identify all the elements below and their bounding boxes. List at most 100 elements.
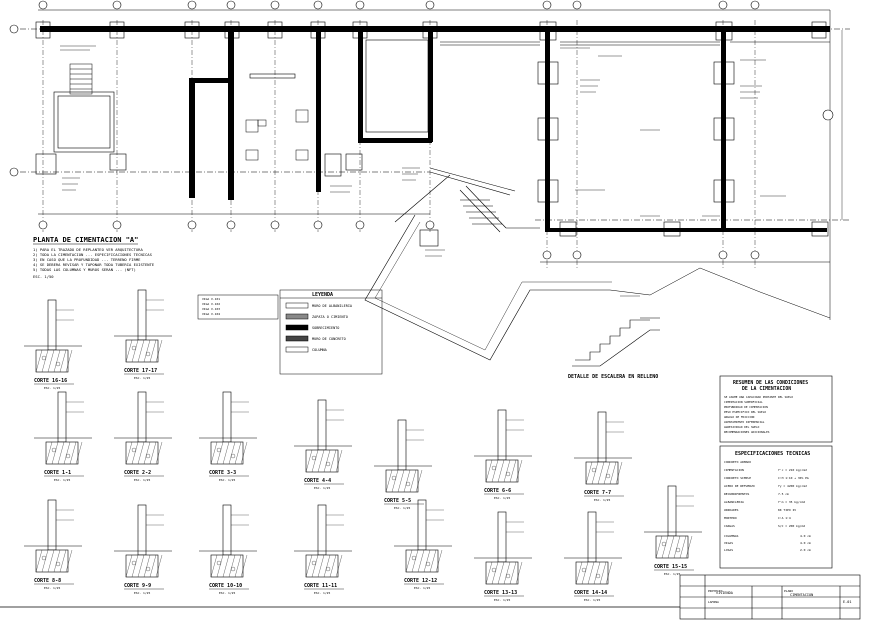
titleblock-project-label: PROYECTO bbox=[708, 589, 723, 593]
section-scale: ESC. 1/25 bbox=[664, 572, 680, 576]
legend-title: LEYENDA bbox=[312, 292, 333, 298]
spec-val: S/C = 200 kg/m2 bbox=[778, 524, 805, 528]
summary-box bbox=[719, 375, 833, 443]
summary-line: CIMENTACION SUPERFICIAL bbox=[724, 400, 763, 404]
spec-key: UNIDADES bbox=[724, 508, 739, 512]
section-label: CORTE 11-11 bbox=[304, 583, 337, 589]
section-scale: ESC. 1/25 bbox=[594, 498, 610, 502]
section-scale: ESC. 1/25 bbox=[314, 591, 330, 595]
section-label: CORTE 8-8 bbox=[34, 578, 61, 584]
title-block bbox=[0, 574, 861, 620]
spec-val: KK TIPO IV bbox=[778, 508, 796, 512]
specs-rows: CONCRETO ARMADO CIMENTACION f'c = 210 kg… bbox=[724, 460, 811, 552]
section-label: CORTE 15-15 bbox=[654, 564, 687, 570]
specs-title: ESPECIFICACIONES TECNICAS bbox=[735, 451, 810, 457]
section-label: CORTE 4-4 bbox=[304, 478, 331, 484]
titleblock-sheet-label: LAMINA bbox=[708, 600, 719, 604]
section-scale: ESC. 1/25 bbox=[219, 591, 235, 595]
section-label: CORTE 14-14 bbox=[574, 590, 607, 596]
section-label: CORTE 5-5 bbox=[384, 498, 411, 504]
spec-key: RECUBRIMIENTOS bbox=[724, 492, 749, 496]
plan-note: 2) TODA LA CIMENTACION ... ESPECIFICACIO… bbox=[33, 252, 153, 257]
summary-line: PESO ESPECIFICO DEL SUELO bbox=[724, 410, 766, 414]
foundation-plan bbox=[20, 9, 850, 361]
section-scale: ESC. 1/25 bbox=[494, 496, 510, 500]
spec-val: 2.0 cm bbox=[800, 548, 811, 552]
titleblock-project: VIVIENDA bbox=[716, 591, 734, 595]
section-label: CORTE 7-7 bbox=[584, 490, 611, 496]
section-scale: ESC. 1/25 bbox=[134, 478, 150, 482]
spec-val: 7.5 cm bbox=[778, 492, 789, 496]
section-label: CORTE 6-6 bbox=[484, 488, 511, 494]
summary-subtitle: DE LA CIMENTACION bbox=[742, 386, 791, 392]
section-label: CORTE 2-2 bbox=[124, 470, 151, 476]
spec-key: ACERO DE REFUERZO bbox=[724, 484, 755, 488]
spec-key: LOSAS bbox=[724, 548, 733, 552]
legend-item: ZAPATA O CIMIENTO bbox=[312, 315, 348, 319]
spec-key: ALBANILERIA bbox=[724, 500, 744, 504]
titleblock-sheet: E-01 bbox=[843, 600, 851, 604]
spec-val: 4.0 cm bbox=[800, 534, 811, 538]
spec-key: COLUMNAS bbox=[724, 534, 739, 538]
spec-val: C:H 1:10 + 30% PG bbox=[778, 476, 809, 480]
section-label: CORTE 3-3 bbox=[209, 470, 236, 476]
plan-note: 1) PARA EL TRAZADO DE REPLANTEO VER ARQU… bbox=[33, 247, 143, 252]
section-label: CORTE 17-17 bbox=[124, 368, 157, 374]
spec-key: CONCRETO SIMPLE bbox=[724, 476, 751, 480]
spec-key: MORTERO bbox=[724, 516, 737, 520]
section-scale: ESC. 1/25 bbox=[414, 586, 430, 590]
summary-title: RESUMEN DE LAS CONDICIONES bbox=[733, 380, 808, 386]
plan-note: 4) SE DEBERA REVISAR Y TAPONAR TODA TUBE… bbox=[33, 262, 155, 267]
section-label: CORTE 10-10 bbox=[209, 583, 242, 589]
spec-key: VIGAS bbox=[724, 541, 733, 545]
spec-key: CARGAS bbox=[724, 524, 735, 528]
titleblock-plane: CIMENTACION bbox=[790, 593, 813, 597]
section-scale: ESC. 1/25 bbox=[394, 506, 410, 510]
stair-detail bbox=[572, 317, 660, 367]
spec-key: CIMENTACION bbox=[724, 468, 744, 472]
section-scale: ESC. 1/25 bbox=[314, 486, 330, 490]
legend bbox=[197, 289, 383, 375]
section-scale: ESC. 1/25 bbox=[44, 386, 60, 390]
legend-box-line: VIGA V-104 bbox=[202, 312, 220, 316]
plan-title: PLANTA DE CIMENTACION "A" bbox=[33, 236, 138, 244]
summary-line: PROFUNDIDAD DE CIMENTACION bbox=[724, 405, 768, 409]
specs-box bbox=[719, 445, 833, 569]
spec-val: 4.0 cm bbox=[800, 541, 811, 545]
plan-annotations bbox=[60, 45, 786, 297]
grid-bubbles bbox=[9, 0, 834, 260]
summary-line: SE ASUME UNA CAPACIDAD PORTANTE DEL SUEL… bbox=[724, 395, 793, 399]
section-label: CORTE 13-13 bbox=[484, 590, 517, 596]
section-label: CORTE 12-12 bbox=[404, 578, 437, 584]
plan-notes: 1) PARA EL TRAZADO DE REPLANTEO VER ARQU… bbox=[33, 247, 155, 279]
spec-val: f'c = 210 kg/cm2 bbox=[778, 468, 807, 472]
plan-note: 5) TODAS LAS COLUMNAS Y MUROS SERAN ... … bbox=[33, 267, 136, 272]
legend-item: MURO DE CONCRETO bbox=[312, 337, 346, 341]
spec-val: C:A 1:4 bbox=[778, 516, 791, 520]
legend-box-line: VIGA V-103 bbox=[202, 307, 220, 311]
summary-line: ANGULO DE FRICCION bbox=[724, 415, 755, 419]
summary-line: RECOMENDACIONES ADICIONALES bbox=[724, 430, 770, 434]
section-scale: ESC. 1/25 bbox=[584, 598, 600, 602]
stair-detail-label: DETALLE DE ESCALERA EN RELLENO bbox=[568, 374, 658, 380]
spec-val: f'm = 35 kg/cm2 bbox=[778, 500, 805, 504]
section-label: CORTE 16-16 bbox=[34, 378, 67, 384]
section-label: CORTE 9-9 bbox=[124, 583, 151, 589]
plan-scale: ESC. 1/50 bbox=[33, 274, 54, 279]
